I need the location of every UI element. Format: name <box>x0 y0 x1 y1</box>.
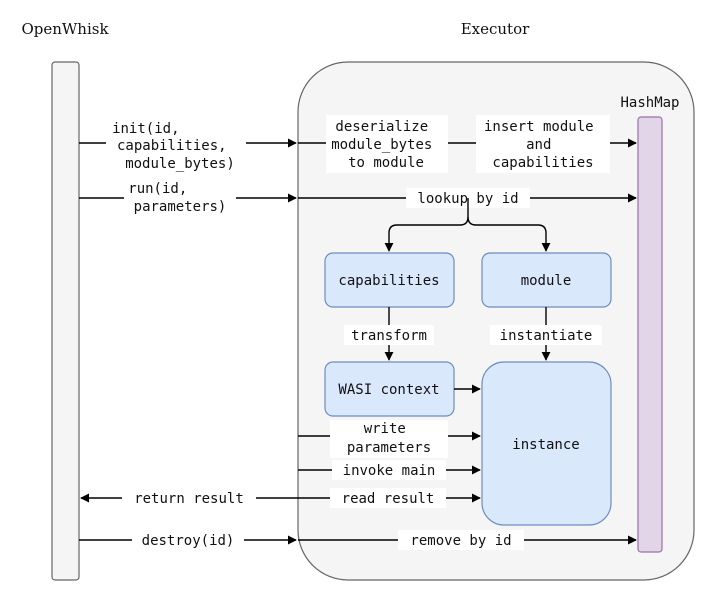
hashmap-store <box>637 116 663 553</box>
write-parameters-label: write parameters <box>347 421 431 456</box>
lookup-module-branch <box>467 216 551 252</box>
run-label-bg <box>124 176 236 216</box>
init-label-bg <box>106 113 246 173</box>
remove-label-bg <box>398 530 524 550</box>
remove-label: remove by id <box>410 533 511 549</box>
module-label: module <box>521 273 572 289</box>
return-result-label-bg <box>122 488 256 508</box>
lookup-capabilities-branch <box>384 198 469 252</box>
deserialize-label: deserialize module_bytes to module <box>331 119 441 171</box>
destroy-label: destroy(id) <box>142 533 235 549</box>
transform-label: transform <box>351 328 427 344</box>
deserialize-label-bg <box>326 115 448 173</box>
invoke-main-label-bg <box>332 460 446 480</box>
transform-label-bg <box>344 325 434 345</box>
write-parameters-label-bg <box>330 420 448 458</box>
destroy-label-bg <box>132 530 244 550</box>
openwhisk-title: OpenWhisk <box>21 20 109 38</box>
init-label: init(id, capabilities, module_bytes) <box>112 121 235 172</box>
run-label: run(id, parameters) <box>128 181 226 215</box>
hashmap-title: HashMap <box>620 95 679 111</box>
instance-label: instance <box>512 437 579 453</box>
instance-box <box>481 361 612 526</box>
capabilities-label: capabilities <box>338 273 439 289</box>
read-result-label: read result <box>342 491 435 507</box>
executor-title: Executor <box>461 20 530 38</box>
instantiate-label: instantiate <box>500 328 593 344</box>
invoke-main-label: invoke main <box>343 463 436 479</box>
instantiate-label-bg <box>490 325 602 345</box>
wasi-context-label: WASI context <box>338 382 439 398</box>
openwhisk-lifeline <box>51 61 80 581</box>
read-result-label-bg <box>330 488 446 508</box>
insert-label: insert module and capabilities <box>484 119 602 171</box>
return-result-label: return result <box>134 491 244 507</box>
insert-label-bg <box>476 115 610 173</box>
